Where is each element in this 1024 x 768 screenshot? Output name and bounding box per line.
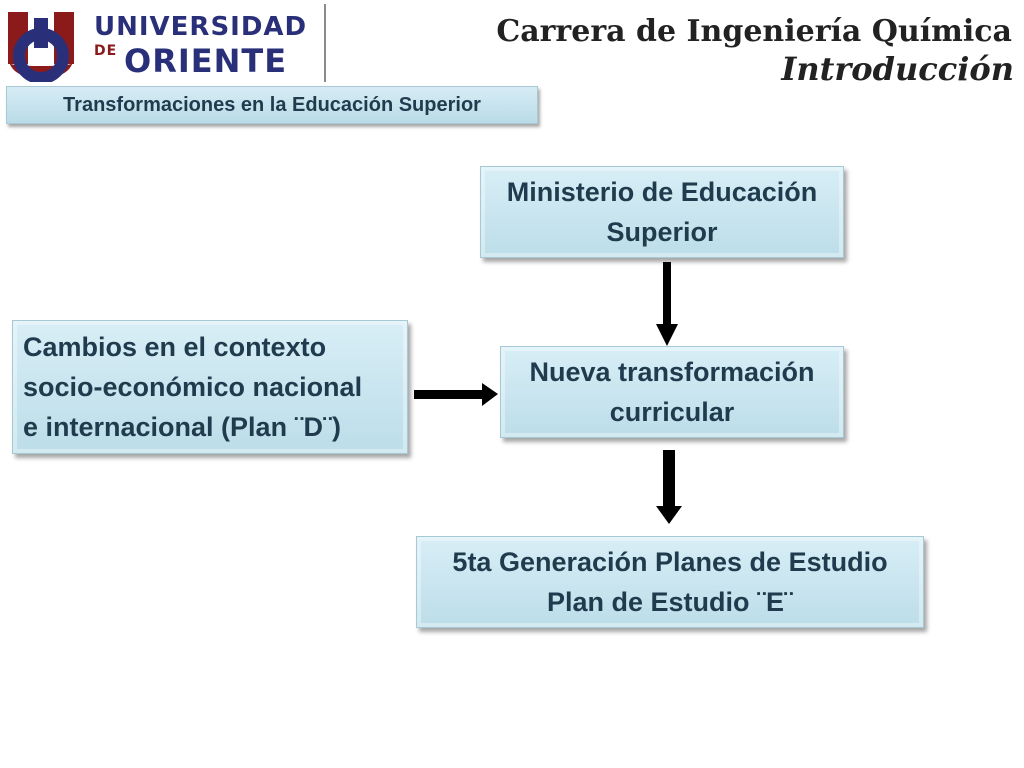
generacion-label: 5ta Generación Planes de Estudio Plan de… xyxy=(452,547,888,617)
ministerio-label: Ministerio de Educación Superior xyxy=(506,177,818,247)
nueva-transformacion-box: Nueva transformación curricular xyxy=(500,346,844,438)
university-emblem-icon xyxy=(8,12,74,82)
arrow-down-nueva-to-generacion xyxy=(656,450,682,524)
page-title: Carrera de Ingeniería Química xyxy=(496,14,1012,49)
nueva-transformacion-label: Nueva transformación curricular xyxy=(529,357,815,427)
generacion-box: 5ta Generación Planes de Estudio Plan de… xyxy=(416,536,924,628)
cambios-box: Cambios en el contexto socio-económico n… xyxy=(12,320,408,454)
university-logo: UNIVERSIDAD DE ORIENTE xyxy=(2,4,326,82)
ministerio-box: Ministerio de Educación Superior xyxy=(480,166,844,258)
arrow-down-ministerio-to-nueva xyxy=(656,262,678,346)
topic-banner: Transformaciones en la Educación Superio… xyxy=(6,86,538,124)
arrow-right-cambios-to-nueva xyxy=(414,383,498,406)
logo-line-universidad: UNIVERSIDAD xyxy=(94,12,308,42)
logo-line-oriente: ORIENTE xyxy=(124,42,288,80)
logo-de: DE xyxy=(94,43,118,59)
cambios-label: Cambios en el contexto socio-económico n… xyxy=(23,332,363,442)
page-subtitle: Introducción xyxy=(781,50,1014,88)
